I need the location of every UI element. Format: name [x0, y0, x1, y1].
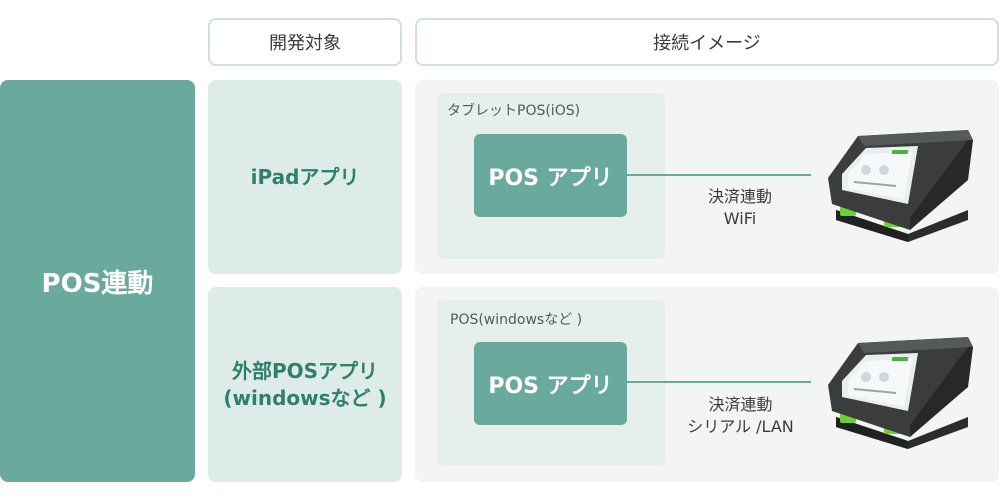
payment-terminal-icon	[818, 325, 978, 450]
pos-app-box-external: POS アプリ	[474, 342, 627, 425]
header-connection: 接続イメージ	[415, 18, 999, 66]
header-connection-label: 接続イメージ	[653, 33, 761, 54]
tablet-pos-label: タブレットPOS(iOS)	[447, 103, 581, 119]
pos-integration-label: POS連動	[41, 268, 154, 299]
pos-app-label-external: POS アプリ	[488, 373, 613, 399]
pos-app-box-ipad: POS アプリ	[474, 134, 627, 217]
connection-line-wifi	[627, 174, 811, 176]
header-target-label: 開発対象	[269, 33, 341, 54]
target-ipad-app-label: iPadアプリ	[250, 164, 360, 189]
link-label-serial: 決済連動 シリアル /LAN	[687, 395, 794, 437]
connection-line-serial	[627, 381, 811, 383]
payment-terminal-icon	[818, 118, 978, 243]
pos-app-label-ipad: POS アプリ	[488, 165, 613, 191]
target-external-pos-app: 外部POSアプリ (windowsなど )	[208, 287, 402, 482]
pos-integration-block: POS連動	[0, 80, 195, 482]
windows-pos-label: POS(windowsなど )	[450, 312, 583, 328]
target-ipad-app: iPadアプリ	[208, 80, 402, 274]
header-target: 開発対象	[208, 18, 402, 66]
link-label-wifi: 決済連動 WiFi	[707, 187, 772, 229]
target-external-pos-app-label: 外部POSアプリ (windowsなど )	[223, 358, 387, 410]
